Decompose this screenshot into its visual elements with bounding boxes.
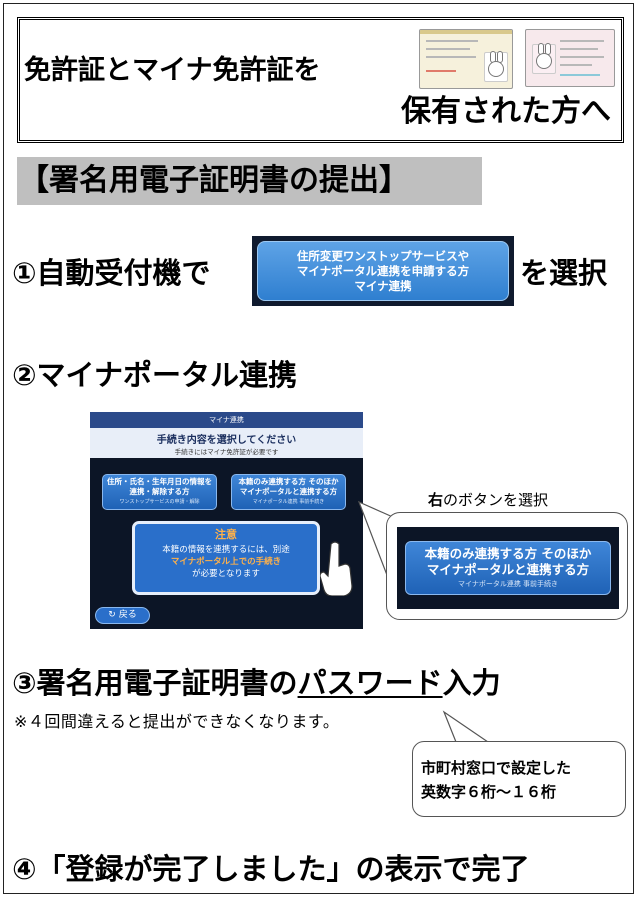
kiosk-button-line2: マイナポータル連携を申請する方 [296, 263, 470, 278]
step1-suffix: を選択 [520, 256, 608, 290]
myna-link-kiosk-button: 住所変更ワンストップサービスや マイナポータル連携を申請する方 マイナ連携 [257, 241, 509, 301]
screen-note: 手続きにはマイナ免許証が必要です [174, 448, 279, 456]
bubble-line2: 英数字６桁～１６桁 [421, 783, 557, 801]
myna-license-card-image [525, 29, 615, 87]
title-box: 免許証とマイナ免許証を 保有された方へ [17, 17, 624, 143]
screen-left-button-line2: 連携・解除する方 [129, 487, 190, 496]
callout-screen-crop: 本籍のみ連携する方 そのほか マイナポータルと連携する方 マイナポータル連携 事… [397, 527, 619, 609]
step3-label-pre: ③署名用電子証明書の [12, 666, 298, 700]
screen-title: 手続き内容を選択してください [156, 435, 297, 446]
password-hint-bubble: 市町村窓口で設定した 英数字６桁～１６桁 [412, 741, 626, 817]
screen-header: マイナ連携 [90, 412, 363, 428]
card-photo-rabbit [532, 43, 556, 74]
bubble-line1: 市町村窓口で設定した [421, 759, 572, 777]
kiosk-screen-image: マイナ連携 手続き内容を選択してください 手続きにはマイナ免許証が必要です 住所… [90, 412, 363, 629]
back-button-label: 戻る [118, 610, 137, 620]
kiosk-button-line3: マイナ連携 [354, 278, 412, 293]
notice-line1: 本籍の情報を連携するには、別途 [162, 545, 290, 555]
step3-label-password: パスワード [297, 666, 443, 700]
screen-right-button-sub: マイナポータル連携 事前手続き [252, 499, 325, 505]
screen-left-button-sub: ワンストップサービスの申請・解除 [119, 499, 200, 505]
kiosk-button-line1: 住所変更ワンストップサービスや [296, 248, 470, 263]
screen-right-button-line2: マイナポータルと連携する方 [239, 487, 338, 496]
step3-label: ③署名用電子証明書のパスワード入力 [12, 660, 501, 702]
pointing-hand-icon [320, 541, 353, 596]
screen-left-button-line1: 住所・氏名・生年月日の情報を [107, 477, 212, 486]
title-line1: 免許証とマイナ免許証を [24, 55, 321, 86]
callout-button-line2: マイナポータルと連携する方 [426, 562, 590, 577]
step4-label: ④「登録が完了しました」の表示で完了 [12, 852, 530, 886]
screen-left-button: 住所・氏名・生年月日の情報を 連携・解除する方 ワンストップサービスの申請・解除 [102, 474, 217, 510]
screen-back-button: ↻ 戻る [95, 607, 150, 624]
section-heading: 【署名用電子証明書の提出】 [17, 157, 482, 205]
page-border [3, 3, 634, 894]
drivers-license-card-image [419, 29, 513, 89]
back-arrow-icon: ↻ [108, 610, 116, 620]
callout-button-line1: 本籍のみ連携する方 そのほか [424, 546, 592, 561]
screen-right-button-line1: 本籍のみ連携する方 そのほか [238, 477, 339, 486]
title-line2: 保有された方へ [401, 94, 611, 129]
select-note: 右のボタンを選択 [428, 489, 548, 510]
callout-button-sub: マイナポータル連携 事前手続き [457, 580, 559, 588]
step2-label: ②マイナポータル連携 [12, 358, 297, 392]
screen-instruction-strip: 手続き内容を選択してください 手続きにはマイナ免許証が必要です [90, 428, 363, 458]
step3-label-post: 入力 [442, 666, 501, 700]
callout-box: 本籍のみ連携する方 そのほか マイナポータルと連携する方 マイナポータル連携 事… [386, 512, 628, 620]
notice-line2: マイナポータル上での手続き [170, 557, 282, 567]
notice-line3: が必要となります [192, 569, 260, 579]
kiosk-button-frame: 住所変更ワンストップサービスや マイナポータル連携を申請する方 マイナ連携 [252, 236, 514, 306]
notice-title: 注意 [215, 528, 237, 541]
step1-label: ①自動受付機で [12, 256, 211, 290]
screen-right-button: 本籍のみ連携する方 そのほか マイナポータルと連携する方 マイナポータル連携 事… [231, 474, 346, 510]
screen-notice-panel: 注意 本籍の情報を連携するには、別途 マイナポータル上での手続き が必要となりま… [132, 521, 320, 595]
card-photo-rabbit [484, 51, 508, 82]
password-warning: ※４回間違えると提出ができなくなります。 [14, 712, 340, 731]
select-note-bold: 右 [428, 491, 444, 509]
select-note-rest: のボタンを選択 [443, 491, 549, 509]
callout-enlarged-button: 本籍のみ連携する方 そのほか マイナポータルと連携する方 マイナポータル連携 事… [405, 541, 611, 595]
